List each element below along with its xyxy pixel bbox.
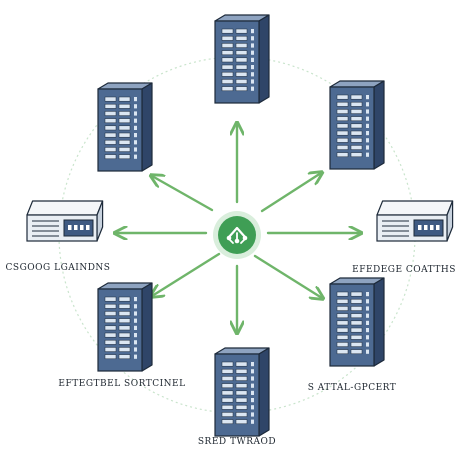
server-tower-top-right — [329, 80, 385, 170]
node-label-bottom-left: EFTEGTBEL SORTCINEL — [58, 379, 186, 389]
network-appliance-right — [376, 200, 454, 242]
connection-arrow-top-right — [260, 173, 321, 213]
connection-arrow-top-left — [152, 176, 214, 212]
connection-arrow-bottom-left — [152, 252, 221, 296]
server-tower-top-left — [97, 82, 153, 172]
node-label-bottom: SRED TWRAOD — [197, 437, 277, 447]
node-label-bottom-right: S ATTAL-GPCERT — [307, 383, 397, 393]
server-tower-top — [214, 14, 270, 104]
connection-arrow-bottom-right — [253, 254, 322, 298]
node-label-right: EFEDEGE COATTHS — [352, 265, 456, 275]
network-hub-icon — [213, 211, 261, 259]
server-tower-bottom-right — [329, 277, 385, 367]
network-appliance-left — [26, 200, 104, 242]
server-tower-bottom-left — [97, 282, 153, 372]
server-tower-bottom — [214, 347, 270, 437]
node-label-left: CSGOOG LGAINDNS — [5, 263, 111, 273]
